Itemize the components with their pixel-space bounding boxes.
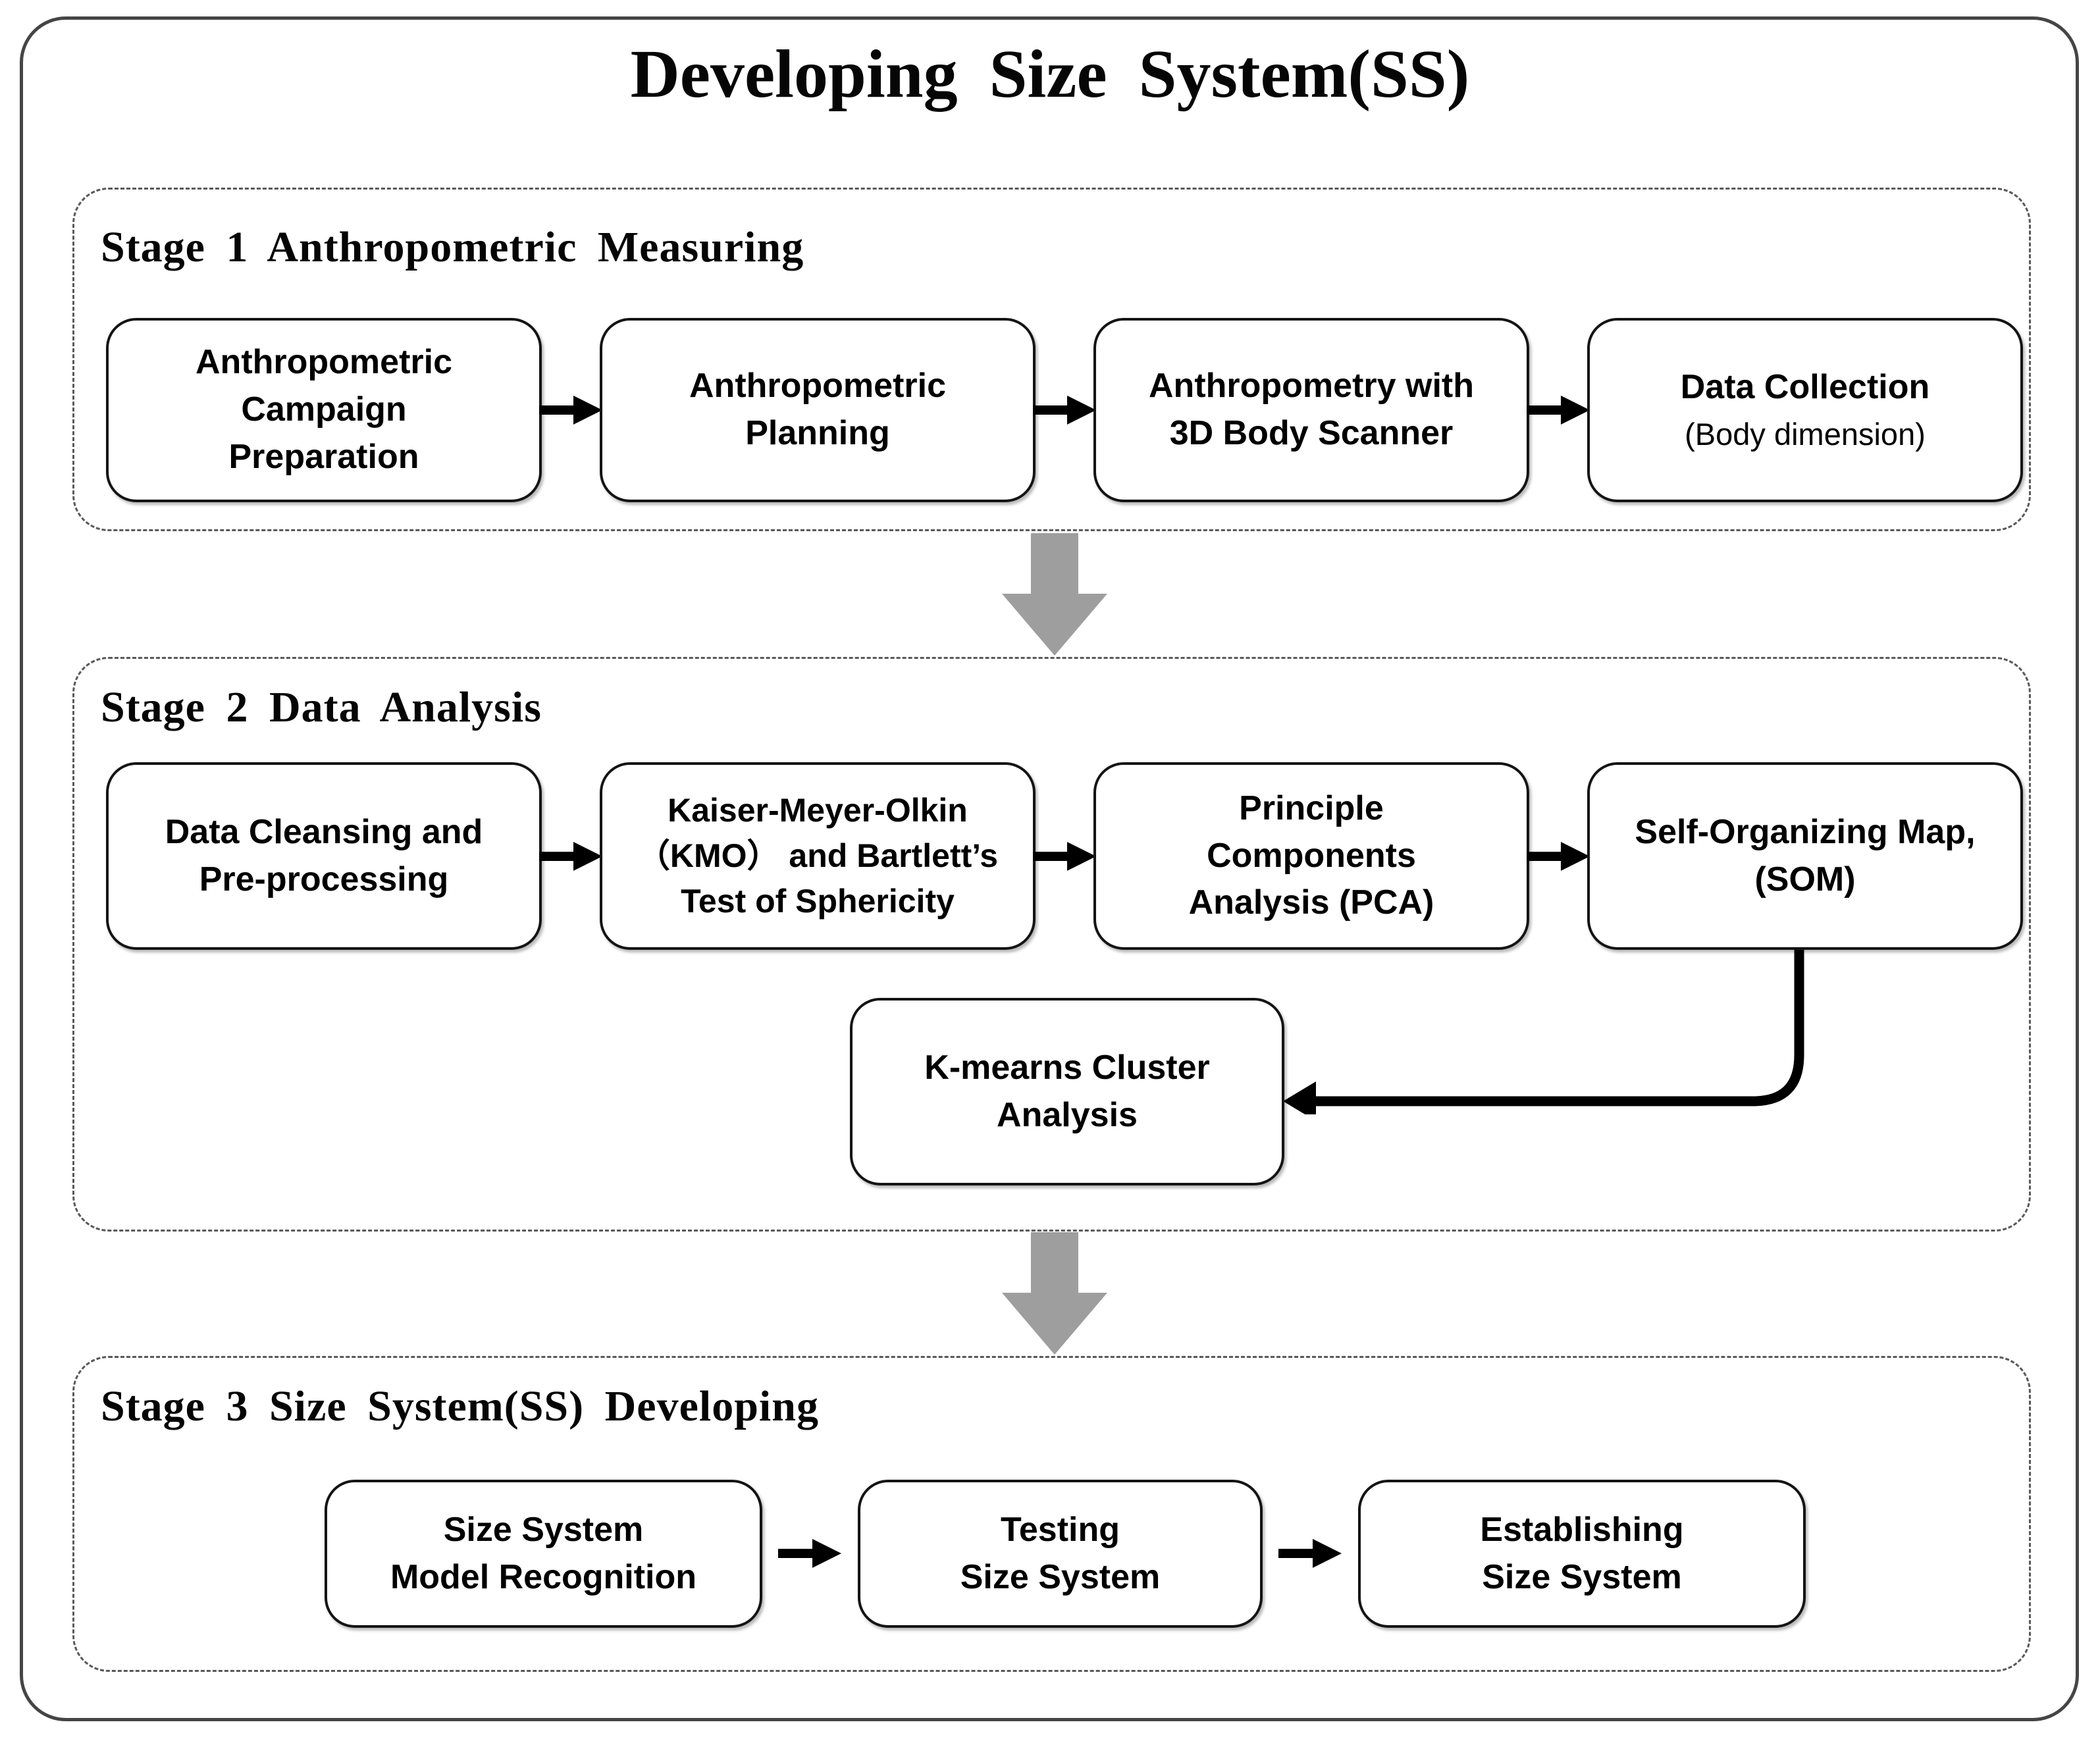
box-principle-components-analysis: Principle Components Analysis (PCA) bbox=[1093, 762, 1529, 950]
box-self-organizing-map: Self-Organizing Map, (SOM) bbox=[1587, 762, 2023, 950]
stage-2-container: Stage 2 Data Analysis Data Cleansing and… bbox=[72, 657, 2031, 1232]
box-sublabel: (Body dimension) bbox=[1685, 417, 1926, 452]
arrow-right-icon bbox=[539, 396, 602, 425]
arrow-right-icon bbox=[1033, 396, 1096, 425]
box-label: Principle Components Analysis (PCA) bbox=[1188, 789, 1434, 922]
box-anthropometric-planning: Anthropometric Planning bbox=[600, 318, 1036, 502]
stage-flow-arrow-down-icon bbox=[1002, 533, 1107, 656]
box-kmeans-cluster-analysis: K-mearns Cluster Analysis bbox=[850, 998, 1284, 1185]
box-label: Anthropometry with 3D Body Scanner bbox=[1149, 367, 1474, 452]
box-label: Self-Organizing Map, (SOM) bbox=[1635, 812, 1976, 898]
arrow-right-icon bbox=[1278, 1539, 1342, 1568]
box-label: Testing Size System bbox=[960, 1510, 1161, 1596]
box-data-collection: Data Collection (Body dimension) bbox=[1587, 318, 2023, 502]
box-label: Anthropometric Planning bbox=[689, 367, 946, 452]
box-label: Establishing Size System bbox=[1480, 1510, 1684, 1596]
arrow-right-icon bbox=[1033, 842, 1096, 871]
box-data-cleansing-preprocessing: Data Cleansing and Pre-processing bbox=[106, 762, 542, 950]
box-anthropometry-3d-body-scanner: Anthropometry with 3D Body Scanner bbox=[1093, 318, 1529, 502]
arrow-right-icon bbox=[539, 842, 602, 871]
elbow-connector-arrow-left-icon bbox=[1283, 950, 1804, 1114]
stage-1-heading: Stage 1 Anthropometric Measuring bbox=[101, 223, 804, 271]
box-kmo-bartlett-test: Kaiser-Meyer-Olkin （KMO） and Bartlett’s … bbox=[600, 762, 1036, 950]
box-label: K-mearns Cluster Analysis bbox=[924, 1048, 1210, 1134]
diagram-title: Developing Size System(SS) bbox=[630, 36, 1470, 112]
stage-3-container: Stage 3 Size System(SS) Developing Size … bbox=[72, 1356, 2031, 1672]
arrow-right-icon bbox=[1527, 396, 1590, 425]
arrow-right-icon bbox=[1527, 842, 1590, 871]
box-establishing-size-system: Establishing Size System bbox=[1358, 1480, 1806, 1628]
box-size-system-model-recognition: Size System Model Recognition bbox=[325, 1480, 762, 1628]
stage-1-container: Stage 1 Anthropometric Measuring Anthrop… bbox=[72, 188, 2031, 531]
outer-frame bbox=[20, 16, 2079, 1721]
box-label: Data Collection bbox=[1680, 367, 1930, 406]
stage-2-heading: Stage 2 Data Analysis bbox=[101, 683, 542, 731]
stage-3-heading: Stage 3 Size System(SS) Developing bbox=[101, 1382, 819, 1430]
box-label: Kaiser-Meyer-Olkin （KMO） and Bartlett’s … bbox=[637, 792, 999, 920]
box-label: Data Cleansing and Pre-processing bbox=[165, 812, 483, 898]
arrow-right-icon bbox=[778, 1539, 841, 1568]
box-label: Anthropometric Campaign Preparation bbox=[196, 343, 452, 476]
box-label: Size System Model Recognition bbox=[390, 1510, 697, 1596]
stage-flow-arrow-down-icon bbox=[1002, 1232, 1107, 1355]
box-anthropometric-campaign-preparation: Anthropometric Campaign Preparation bbox=[106, 318, 542, 502]
box-testing-size-system: Testing Size System bbox=[858, 1480, 1263, 1628]
